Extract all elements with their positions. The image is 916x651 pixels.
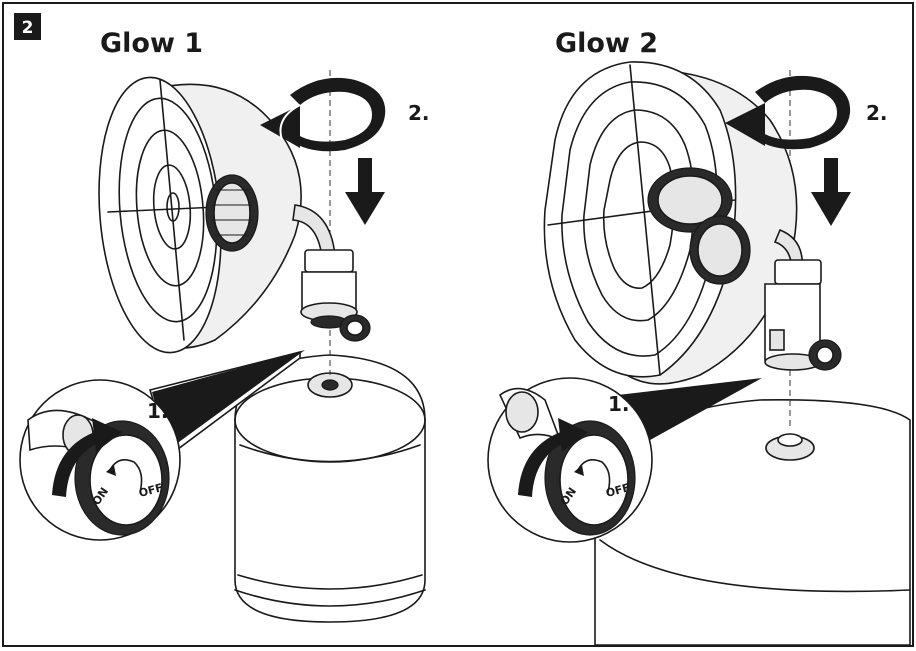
panel-title-glow-1: Glow 1 xyxy=(100,28,203,59)
heater-reflector-large xyxy=(543,61,798,385)
rotate-arrow-icon xyxy=(260,77,386,152)
panel-glow-1: Glow 1 xyxy=(19,28,430,623)
knob-label-off: OFF xyxy=(137,481,164,500)
down-arrow-icon xyxy=(345,158,385,225)
step-label-open-valve: 1. xyxy=(147,399,169,423)
gas-cartridge xyxy=(234,354,426,623)
zoom-callout-valve: ON OFF xyxy=(19,379,181,541)
step-label-rotate-2: 2. xyxy=(866,101,888,125)
regulator-assembly-2 xyxy=(764,228,842,371)
regulator-assembly xyxy=(292,204,371,342)
panel-glow-2: Glow 2 xyxy=(487,28,911,646)
down-arrow-icon-2 xyxy=(811,158,851,226)
panel-title-glow-2: Glow 2 xyxy=(555,28,658,59)
curved-arrow-icon-2 xyxy=(518,418,588,497)
step-number: 2 xyxy=(22,18,34,38)
gas-tank xyxy=(594,399,911,646)
knob-label-off-2: OFF xyxy=(604,481,631,500)
zoom-callout-valve-2: ON OFF xyxy=(487,377,653,543)
step-label-rotate: 2. xyxy=(408,101,430,125)
valve-knob-small-2[interactable] xyxy=(808,339,842,371)
step-label-open-valve-2: 1. xyxy=(608,392,630,416)
valve-knob-2[interactable]: ON OFF xyxy=(544,420,636,536)
heater-reflector xyxy=(98,76,302,354)
curved-arrow-icon xyxy=(52,418,122,497)
valve-knob-small[interactable] xyxy=(339,314,371,342)
step-badge: 2 xyxy=(14,13,41,40)
rotate-arrow-icon-2 xyxy=(725,75,851,150)
